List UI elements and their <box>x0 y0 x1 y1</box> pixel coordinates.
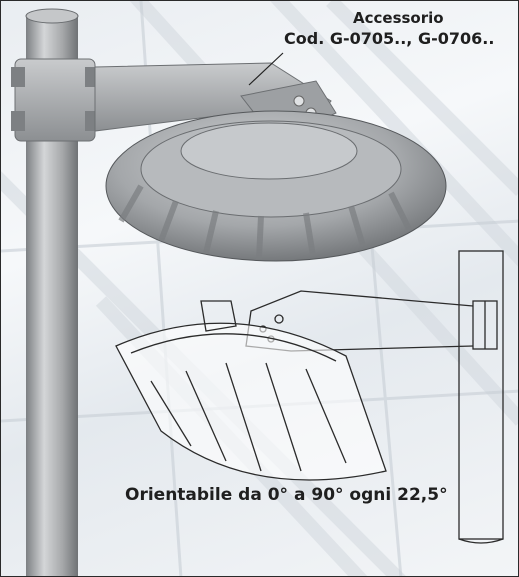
luminaire-body <box>105 110 447 262</box>
pole-clamp <box>11 58 99 142</box>
orientation-caption: Orientabile da 0° a 90° ogni 22,5° <box>125 485 448 505</box>
accessory-codes: Cod. G-0705.., G-0706.. <box>284 29 495 48</box>
accessory-label: Accessorio <box>353 9 444 27</box>
line-drawing-luminaire <box>115 290 474 481</box>
callout-line <box>248 52 284 86</box>
line-drawing-post <box>458 250 504 544</box>
